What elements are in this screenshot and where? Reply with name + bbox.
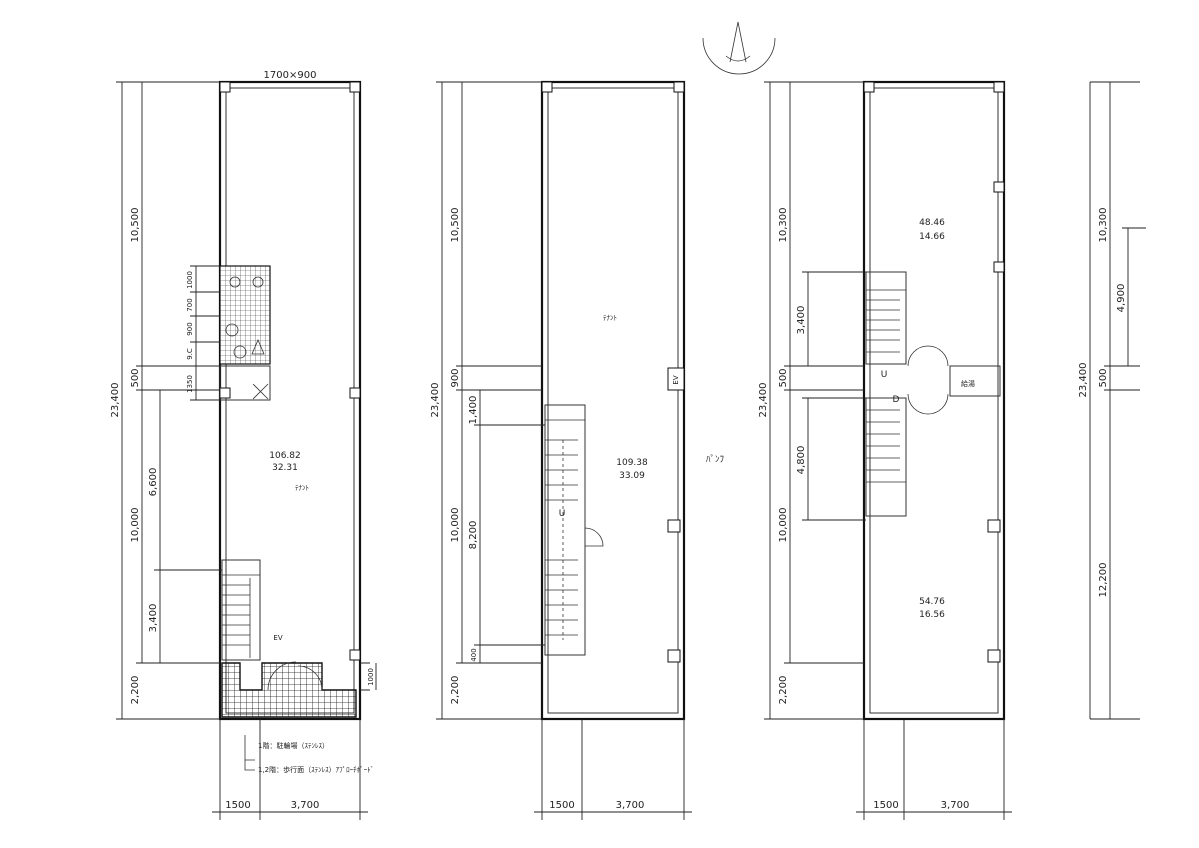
plan3-up-label: U [881, 370, 888, 380]
plan1-top-dim: 1700×900 [264, 70, 317, 81]
plan3-upper-area-m2: 48.46 [919, 218, 945, 228]
plan2-bottom-left-dim: 1500 [549, 800, 574, 811]
plan2-outer-wall [540, 80, 686, 721]
plan1-bottom-left-dim: 1500 [225, 800, 250, 811]
plan2-up-label: U [559, 509, 566, 519]
plan1-right-dim: 1000 [367, 668, 375, 686]
plan1-left-mid-dim: 500 [130, 368, 141, 387]
plan1-lower-dim-2: 3,400 [148, 604, 159, 633]
plan3-down-label: D [893, 395, 900, 405]
plan1-note-1: 1階：駐輪場（ｽﾃﾝﾚｽ） [258, 741, 329, 750]
plan2-room-area-tsubo: 33.09 [619, 471, 645, 481]
plan2-stair [544, 404, 586, 656]
floor-plan-2: 23,400 10,500 900 10,000 2,200 1,400 8,2… [430, 80, 725, 820]
plan3-left-outer-dim: 23,400 [758, 383, 769, 418]
plan1-left-top-dim: 10,500 [130, 208, 141, 243]
plan1-ev-label: EV [273, 634, 282, 642]
plan1-stack-dim-3: 900 [186, 322, 194, 335]
plan1-entrance-hatch [221, 662, 357, 718]
plan1-note-2: 1,2階：歩行面（ｽﾃﾝﾚｽ）ｱﾌﾟﾛｰﾁﾎﾞｰﾄﾞ [258, 765, 374, 774]
plan2-elevator [667, 367, 685, 391]
plan1-stack-dim-4: 9.C [186, 348, 194, 360]
plan1-stack-dim-1: 1000 [186, 271, 194, 289]
plan3-left-bottom-dim: 2,200 [778, 676, 789, 705]
plan3-upper-area-tsubo: 14.66 [919, 232, 945, 242]
plan4-left-top-dim: 10,300 [1098, 208, 1109, 243]
plan4-left-mid-dim: 500 [1098, 368, 1109, 387]
plan2-room-area-m2: 109.38 [616, 458, 648, 468]
floor-plan-1: 1700×900 23,400 10,500 500 10,000 2,200 … [110, 70, 377, 820]
plan4-left-lower-dim: 12,200 [1098, 563, 1109, 598]
plan3-stair-lower-dim: 4,800 [796, 446, 807, 475]
plan2-stair-dim-1: 1,400 [468, 396, 479, 425]
plan1-left-outer-dim: 23,400 [110, 383, 121, 418]
plan2-side-note: ﾊﾟﾝﾌ [706, 454, 725, 465]
plan3-left-mid-dim: 500 [778, 368, 789, 387]
plan1-left-lower-dim: 10,000 [130, 508, 141, 543]
plan2-left-bottom-dim: 2,200 [450, 676, 461, 705]
plan3-bottom-right-dim: 3,700 [941, 800, 970, 811]
plan2-left-mid-dim: 900 [450, 368, 461, 387]
plan3-lower-area-m2: 54.76 [919, 597, 945, 607]
plan1-room-label: ﾃﾅﾝﾄ [295, 484, 309, 492]
plan2-room-label: ﾃﾅﾝﾄ [603, 314, 617, 322]
plan1-elevator [219, 365, 271, 401]
plan1-bottom-right-dim: 3,700 [291, 800, 320, 811]
plan2-stair-dim-2: 8,200 [468, 521, 479, 550]
plan3-lower-area-tsubo: 16.56 [919, 610, 945, 620]
plan3-stair-upper [865, 271, 907, 365]
plan3-stair-lower [865, 397, 907, 517]
plan3-kitchenette [949, 365, 1001, 397]
plan1-room-area-m2: 106.82 [269, 451, 301, 461]
plan2-stair-dim-3: 400 [470, 648, 478, 661]
plan1-stack-dim-5: 1350 [186, 375, 194, 393]
plan3-left-lower-dim: 10,000 [778, 508, 789, 543]
plan2-left-lower-dim: 10,000 [450, 508, 461, 543]
floor-plan-3: 23,400 10,300 500 10,000 2,200 3,400 4,8… [758, 80, 1012, 820]
floor-plan-4: 23,400 10,300 500 12,200 4,900 [1078, 81, 1146, 720]
plan3-outer-wall [862, 80, 1006, 721]
plan3-kitchenette-label: 給湯 [961, 379, 975, 388]
plan4-inner-dim: 4,900 [1116, 284, 1127, 313]
plan1-left-bottom-dim: 2,200 [130, 676, 141, 705]
plan2-left-top-dim: 10,500 [450, 208, 461, 243]
plan1-stack-dim-2: 700 [186, 298, 194, 311]
plan4-left-outer-dim: 23,400 [1078, 363, 1089, 398]
plan2-bottom-right-dim: 3,700 [616, 800, 645, 811]
plan1-lower-dim-1: 6,600 [148, 468, 159, 497]
plan1-room-area-tsubo: 32.31 [272, 463, 298, 473]
plan3-bottom-left-dim: 1500 [873, 800, 898, 811]
north-arrow-icon [702, 21, 776, 75]
plan2-ev-label: EV [672, 375, 680, 384]
plan2-left-outer-dim: 23,400 [430, 383, 441, 418]
plan1-stair [221, 559, 261, 661]
plan3-stair-upper-dim: 3,400 [796, 306, 807, 335]
plan3-left-top-dim: 10,300 [778, 208, 789, 243]
